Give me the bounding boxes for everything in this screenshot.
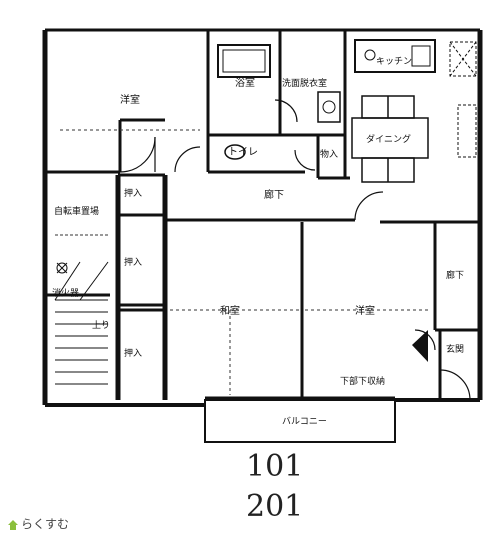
watermark-text: らくすむ — [21, 517, 70, 531]
kitchen-counter — [354, 39, 436, 73]
house-icon — [8, 519, 18, 530]
refrigerator — [449, 41, 477, 77]
label-washroom: 洗面脱衣室 — [282, 77, 327, 89]
label-under-floor-storage: 下部下収納 — [340, 375, 385, 387]
toilet-fixture — [224, 144, 246, 160]
stairs — [54, 261, 109, 385]
watermark: らくすむ — [8, 515, 69, 532]
exterior-walls — [42, 28, 483, 407]
interior-walls — [45, 30, 480, 400]
label-extinguisher: 消火器 — [52, 287, 79, 299]
label-dining: ダイニング — [366, 133, 411, 145]
label-closet-1: 押入 — [124, 187, 142, 199]
entrance-step — [412, 330, 428, 362]
label-kitchen: キッチン — [376, 56, 412, 67]
dining-table — [351, 95, 429, 183]
label-closet-2: 押入 — [124, 256, 142, 268]
label-bike-parking: 自転車置場 — [54, 205, 99, 217]
label-storage-small: 物入 — [320, 148, 338, 160]
door-swings — [119, 99, 471, 401]
bathtub — [217, 44, 271, 78]
balcony-outline — [204, 399, 396, 443]
unit-number-101: 101 — [246, 449, 303, 484]
label-stairs-note: 上り — [92, 320, 110, 331]
label-hall-right: 廊下 — [446, 269, 464, 281]
label-entrance: 玄関 — [446, 343, 464, 355]
label-closet-3: 押入 — [124, 347, 142, 359]
label-hall-center: 廊下 — [264, 188, 284, 201]
extinguisher-icon — [56, 262, 68, 274]
label-western-top: 洋室 — [120, 93, 140, 106]
wash-basin — [317, 91, 341, 123]
label-balcony: バルコニー — [282, 416, 327, 427]
label-japanese: 和室 — [220, 304, 240, 317]
label-toilet: トイレ — [228, 147, 258, 158]
detail-lines — [55, 129, 430, 395]
label-western-bottom: 洋室 — [355, 304, 375, 317]
label-bath: 浴室 — [235, 76, 255, 89]
unit-number-201: 201 — [246, 489, 303, 524]
